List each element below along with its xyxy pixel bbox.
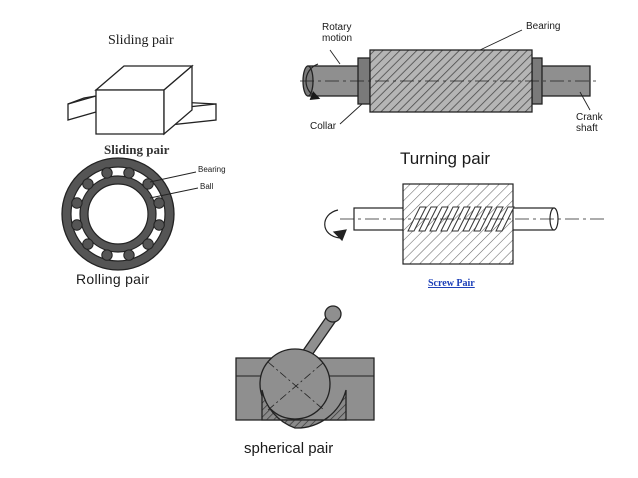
bearing-ball	[123, 249, 135, 261]
bearing-ball	[153, 197, 165, 209]
turning-pair-caption: Turning pair	[400, 149, 491, 168]
bearing-ball	[71, 219, 83, 231]
bearing-ball	[82, 238, 94, 250]
rolling-pair-drawing	[61, 157, 199, 271]
bearing-ball	[71, 197, 83, 209]
bearing-ball	[153, 219, 165, 231]
bearing-ball	[142, 178, 154, 190]
rotary-motion-label: Rotary motion	[322, 22, 353, 44]
socket-hatched	[261, 389, 347, 429]
bearing-bore	[87, 183, 149, 245]
sliding-pair-drawing	[67, 64, 217, 136]
sliding-bar-left	[67, 95, 97, 121]
turning-pair-drawing	[300, 29, 600, 125]
screw-thread	[495, 206, 515, 232]
screw-pair-drawing	[324, 183, 608, 265]
crank-shaft-label: Crank shaft	[576, 112, 603, 134]
bearing-ball	[82, 178, 94, 190]
spherical-pair-caption: spherical pair	[244, 440, 334, 457]
bearing-ball	[101, 249, 113, 261]
spherical-pair-drawing	[235, 305, 375, 429]
lever-knob	[324, 305, 342, 323]
rolling-ball-label: Ball	[200, 182, 214, 191]
bearing-label: Bearing	[526, 21, 561, 32]
bearing-ball	[142, 238, 154, 250]
rolling-pair-caption: Rolling pair	[76, 271, 150, 287]
sliding-pair-caption: Sliding pair	[104, 142, 170, 157]
bearing-balls	[71, 167, 165, 261]
bearing-ball	[101, 167, 113, 179]
screw-thread	[429, 206, 449, 232]
sliding-block-side	[163, 64, 193, 136]
collar-label: Collar	[310, 121, 337, 132]
bearing-ball	[123, 167, 135, 179]
sliding-block-front	[95, 89, 165, 135]
rolling-bearing-label: Bearing	[198, 165, 226, 174]
screw-pair-caption: Screw Pair	[428, 278, 475, 289]
sliding-pair-title: Sliding pair	[108, 33, 174, 48]
